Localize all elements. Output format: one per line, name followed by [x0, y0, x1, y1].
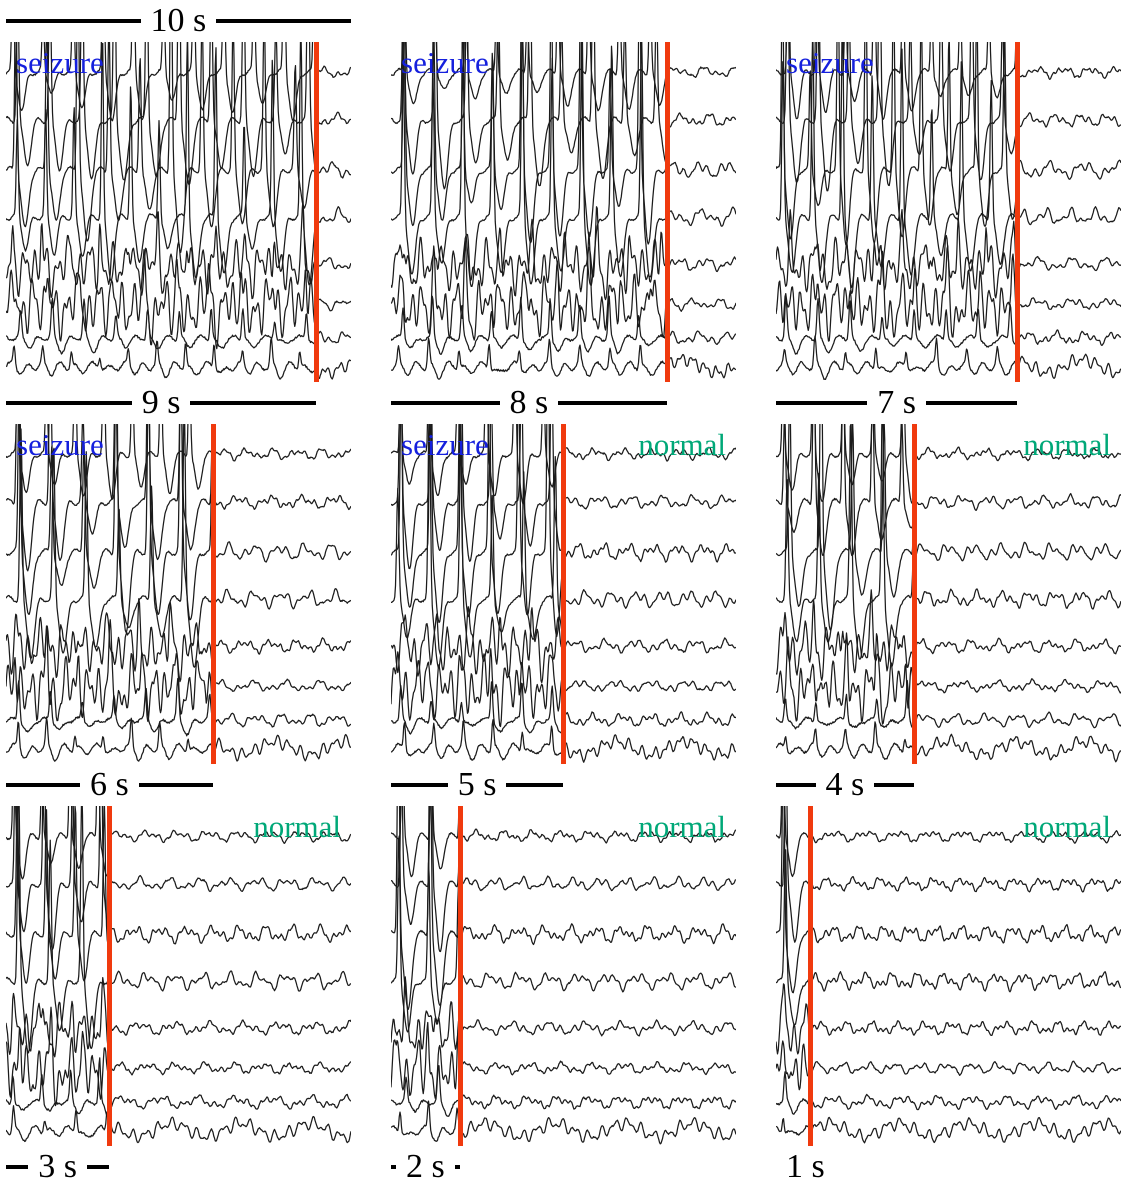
scale-line-left — [391, 1165, 396, 1169]
duration-scale-row-3: 3 s 2 s 1 s — [0, 1146, 1125, 1188]
eeg-panel: seizure — [776, 42, 1121, 382]
panel-row-1: seizure seizure seizure — [0, 42, 1125, 382]
seizure-end-marker — [457, 806, 463, 1146]
normal-label: normal — [253, 809, 341, 844]
scale-line-left — [6, 401, 132, 405]
duration-scale-bar: 3 s — [6, 1146, 110, 1188]
seizure-end-marker — [107, 806, 112, 1146]
scale-cell — [776, 0, 1121, 42]
scale-cell: 5 s — [391, 764, 736, 806]
duration-label: 6 s — [90, 766, 129, 803]
duration-label: 2 s — [406, 1148, 445, 1185]
normal-label: normal — [638, 809, 726, 844]
seizure-end-marker — [664, 42, 670, 382]
scale-line-right — [190, 401, 317, 405]
seizure-end-marker — [561, 424, 566, 764]
duration-label: 5 s — [457, 766, 497, 803]
duration-scale-row-1: 9 s 8 s 7 s — [0, 382, 1125, 424]
scale-line-left — [6, 1165, 29, 1169]
duration-scale-bar: 4 s — [776, 764, 914, 806]
scale-cell: 3 s — [6, 1146, 351, 1188]
scale-line-right — [216, 19, 351, 23]
duration-label: 7 s — [877, 384, 916, 421]
scale-cell: 7 s — [776, 382, 1121, 424]
seizure-end-marker — [210, 424, 216, 764]
scale-line-right — [558, 401, 667, 405]
scale-cell: 9 s — [6, 382, 351, 424]
seizure-end-marker — [1015, 42, 1020, 382]
scale-line-right — [454, 1165, 460, 1169]
eeg-traces — [6, 806, 351, 1144]
normal-label: normal — [1023, 427, 1111, 462]
eeg-traces — [391, 806, 736, 1145]
scale-line-left — [391, 783, 448, 787]
scale-line-right — [86, 1165, 110, 1169]
eeg-panel: seizure — [391, 42, 736, 382]
duration-label: 8 s — [509, 384, 549, 421]
scale-line-right — [874, 783, 914, 787]
duration-label: 4 s — [825, 766, 865, 803]
scale-cell: 6 s — [6, 764, 351, 806]
seizure-label: seizure — [16, 45, 104, 80]
eeg-panel: normal — [776, 424, 1121, 764]
seizure-end-marker — [314, 42, 319, 382]
scale-line-right — [925, 401, 1018, 405]
eeg-traces — [391, 42, 736, 380]
seizure-label: seizure — [16, 427, 104, 462]
eeg-traces — [776, 424, 1121, 763]
eeg-panel: seizure — [6, 42, 351, 382]
duration-label: 1 s — [786, 1148, 825, 1185]
duration-scale-bar: 5 s — [391, 764, 564, 806]
panel-row-3: normal normal normal — [0, 806, 1125, 1146]
eeg-traces — [776, 806, 1121, 1144]
normal-label: normal — [1023, 809, 1111, 844]
seizure-label: seizure — [401, 427, 489, 462]
duration-label: 9 s — [141, 384, 181, 421]
scale-line-right — [138, 783, 213, 787]
duration-scale-bar: 7 s — [776, 382, 1018, 424]
seizure-end-marker — [911, 424, 917, 764]
duration-scale-bar: 9 s — [6, 382, 317, 424]
duration-scale-row-2: 6 s 5 s 4 s — [0, 764, 1125, 806]
duration-label: 3 s — [38, 1148, 77, 1185]
scale-line-right — [506, 783, 564, 787]
scale-line-left — [391, 401, 500, 405]
scale-cell — [391, 0, 736, 42]
normal-label: normal — [638, 427, 726, 462]
eeg-traces — [6, 424, 351, 762]
duration-scale-bar: 6 s — [6, 764, 213, 806]
eeg-panel: normal — [391, 806, 736, 1146]
window-scale-bar: 10 s — [6, 0, 351, 42]
panel-row-2: seizure seizure normal normal — [0, 424, 1125, 764]
window-scale-row: 10 s — [0, 0, 1125, 42]
scale-cell: 10 s — [6, 0, 351, 42]
seizure-label: seizure — [401, 45, 489, 80]
duration-scale-bar: 8 s — [391, 382, 667, 424]
scale-line-left — [6, 19, 141, 23]
scale-line-left — [6, 783, 80, 787]
scale-cell: 1 s — [776, 1146, 1121, 1188]
eeg-panel: seizure normal — [391, 424, 736, 764]
eeg-panel: normal — [6, 806, 351, 1146]
eeg-traces — [6, 42, 351, 380]
eeg-traces — [776, 42, 1121, 381]
scale-cell: 4 s — [776, 764, 1121, 806]
eeg-panel: normal — [776, 806, 1121, 1146]
duration-scale-bar: 2 s — [391, 1146, 460, 1188]
scale-line-left — [776, 401, 868, 405]
seizure-label: seizure — [786, 45, 874, 80]
scale-cell: 8 s — [391, 382, 736, 424]
duration-scale-bar: 1 s — [776, 1146, 835, 1188]
window-duration-label: 10 s — [150, 2, 207, 39]
scale-line-left — [776, 783, 816, 787]
seizure-end-marker — [808, 806, 813, 1146]
eeg-panel: seizure — [6, 424, 351, 764]
scale-cell: 2 s — [391, 1146, 736, 1188]
